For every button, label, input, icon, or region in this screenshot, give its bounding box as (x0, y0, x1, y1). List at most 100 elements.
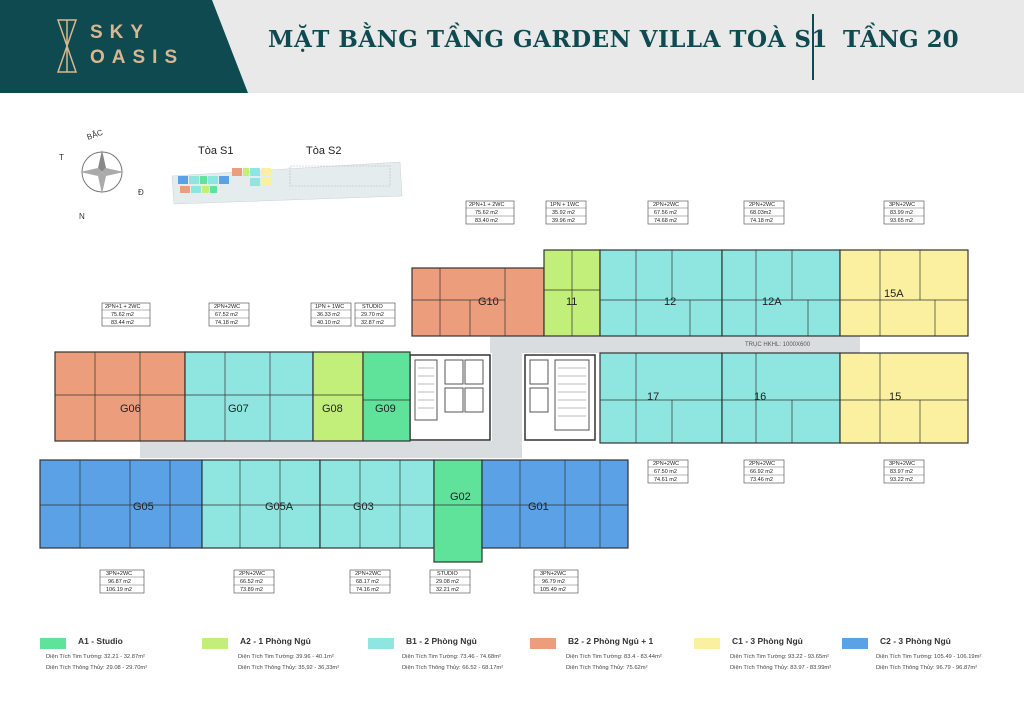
info-tag-g07: 2PN+2WC 67.52 m2 74.18 m2 (208, 302, 250, 327)
legend-swatch-b2 (530, 638, 556, 649)
unit-id-15a: 15A (884, 288, 904, 300)
unit-id-17: 17 (647, 391, 659, 403)
compass-south: N (79, 212, 85, 221)
unit-id-16: 16 (754, 391, 766, 403)
svg-text:2PN+2WC: 2PN+2WC (749, 202, 775, 208)
unit-g05a[interactable] (201, 459, 321, 549)
unit-id-g05a: G05A (265, 501, 294, 513)
svg-text:2PN+2WC: 2PN+2WC (749, 461, 775, 467)
svg-text:68.03m2: 68.03m2 (750, 210, 771, 216)
svg-text:67.56 m2: 67.56 m2 (654, 210, 677, 216)
info-tag-15a: 3PN+2WC 83.99 m2 93.65 m2 (883, 200, 925, 225)
floor-plan: BẮC T Đ N Tòa S1 Tòa S2 TRỤC HKHL: 1000X… (39, 128, 969, 594)
compass-west: T (59, 153, 64, 162)
svg-text:74.18 m2: 74.18 m2 (215, 320, 238, 326)
info-tag-g09: STUDIO 29.70 m2 32.87 m2 (354, 302, 396, 327)
unit-g01[interactable] (481, 459, 629, 549)
legend-swatch-b1 (368, 638, 394, 649)
svg-text:2PN+1 + 2WC: 2PN+1 + 2WC (105, 304, 140, 310)
unit-id-g08: G08 (322, 403, 343, 415)
unit-id-15: 15 (889, 391, 901, 403)
svg-text:29.70 m2: 29.70 m2 (361, 312, 384, 318)
info-tag-12: 2PN+2WC 67.56 m2 74.68 m2 (647, 200, 689, 225)
svg-text:83.40 m2: 83.40 m2 (475, 218, 498, 224)
svg-text:3PN+2WC: 3PN+2WC (889, 202, 915, 208)
info-tag-g06: 2PN+1 + 2WC 75.62 m2 83.44 m2 (101, 302, 151, 327)
unit-id-g03: G03 (353, 501, 374, 513)
logo-band: SKY OASIS (0, 0, 248, 93)
room-partitions (40, 250, 968, 548)
title-divider (812, 14, 814, 80)
unit-id-g10: G10 (478, 296, 499, 308)
unit-17[interactable] (599, 352, 723, 444)
svg-text:2PN+2WC: 2PN+2WC (355, 571, 381, 577)
svg-text:105.49 m2: 105.49 m2 (540, 587, 566, 593)
unit-15a[interactable] (839, 249, 969, 337)
svg-text:96.87 m2: 96.87 m2 (108, 579, 131, 585)
unit-id-12a: 12A (762, 296, 782, 308)
unit-g08[interactable] (312, 351, 364, 442)
unit-12a[interactable] (721, 249, 841, 337)
unit-16[interactable] (721, 352, 841, 444)
svg-text:2PN+2WC: 2PN+2WC (214, 304, 240, 310)
legend-swatch-c1 (694, 638, 720, 649)
svg-text:STUDIO: STUDIO (437, 571, 459, 577)
svg-text:66.52 m2: 66.52 m2 (240, 579, 263, 585)
svg-text:73.89 m2: 73.89 m2 (240, 587, 263, 593)
legend-swatch-c2 (842, 638, 868, 649)
unit-g03[interactable] (319, 459, 435, 549)
info-tag-g08: 1PN + 1WC 36.33 m2 40.10 m2 (310, 302, 352, 327)
header-bar: SKY OASIS MẶT BẰNG TẦNG GARDEN VILLA TOÀ… (0, 0, 1024, 93)
svg-text:83.44 m2: 83.44 m2 (111, 320, 134, 326)
legend-swatch-a2 (202, 638, 228, 649)
unit-id-g07: G07 (228, 403, 249, 415)
corridor-upper (490, 336, 860, 353)
svg-text:1PN + 1WC: 1PN + 1WC (315, 304, 344, 310)
unit-g06[interactable] (54, 351, 186, 442)
info-tag-g03: 2PN+2WC 68.17 m2 74.16 m2 (349, 569, 391, 594)
svg-text:68.17 m2: 68.17 m2 (356, 579, 379, 585)
unit-id-g05: G05 (133, 501, 154, 513)
svg-text:66.92 m2: 66.92 m2 (750, 469, 773, 475)
unit-g02[interactable] (433, 459, 483, 563)
svg-text:73.46 m2: 73.46 m2 (750, 477, 773, 483)
info-tag-g02: STUDIO 29.08 m2 32.21 m2 (429, 569, 471, 594)
unit-g10[interactable] (411, 267, 545, 337)
compass-north-arrow-icon (98, 150, 106, 172)
info-tag-g01: 3PN+2WC 96.79 m2 105.49 m2 (533, 569, 579, 594)
info-tag-15: 3PN+2WC 83.97 m2 93.22 m2 (883, 459, 925, 484)
unit-id-labels: G10 11 12 12A 15A G06 G07 G08 G09 17 16 … (120, 288, 904, 513)
svg-text:74.18 m2: 74.18 m2 (750, 218, 773, 224)
logo-text-line1: SKY (90, 22, 151, 43)
corridor-link (492, 336, 522, 458)
unit-g07[interactable] (184, 351, 314, 442)
logo-text-line2: OASIS (90, 47, 185, 68)
svg-text:93.22 m2: 93.22 m2 (890, 477, 913, 483)
key-plan: Tòa S1 Tòa S2 (171, 145, 403, 205)
unit-g05[interactable] (39, 459, 203, 549)
unit-12[interactable] (599, 249, 723, 337)
svg-text:2PN+2WC: 2PN+2WC (239, 571, 265, 577)
svg-text:40.10 m2: 40.10 m2 (317, 320, 340, 326)
svg-text:67.52 m2: 67.52 m2 (215, 312, 238, 318)
compass-north: BẮC (86, 128, 105, 142)
svg-text:83.99 m2: 83.99 m2 (890, 210, 913, 216)
unit-15[interactable] (839, 352, 969, 444)
unit-id-g06: G06 (120, 403, 141, 415)
svg-text:74.68 m2: 74.68 m2 (654, 218, 677, 224)
compass: BẮC T Đ N (59, 128, 144, 221)
svg-text:36.33 m2: 36.33 m2 (317, 312, 340, 318)
svg-text:2PN+2WC: 2PN+2WC (653, 461, 679, 467)
svg-text:29.08 m2: 29.08 m2 (436, 579, 459, 585)
info-tag-g10: 2PN+1 + 2WC 75.62 m2 83.40 m2 (465, 200, 515, 225)
key-plan-s2-label: Tòa S2 (306, 145, 341, 157)
svg-text:35.92 m2: 35.92 m2 (552, 210, 575, 216)
unit-id-11: 11 (566, 296, 577, 308)
info-tag-g05a: 2PN+2WC 66.52 m2 73.89 m2 (233, 569, 275, 594)
svg-text:2PN+1 + 2WC: 2PN+1 + 2WC (469, 202, 504, 208)
svg-text:2PN+2WC: 2PN+2WC (653, 202, 679, 208)
svg-text:3PN+2WC: 3PN+2WC (540, 571, 566, 577)
info-tag-12a: 2PN+2WC 68.03m2 74.18 m2 (743, 200, 785, 225)
unit-info-tags: 2PN+1 + 2WC 75.62 m2 83.40 m2 1PN + 1WC … (99, 200, 925, 594)
unit-g09[interactable] (362, 351, 411, 442)
